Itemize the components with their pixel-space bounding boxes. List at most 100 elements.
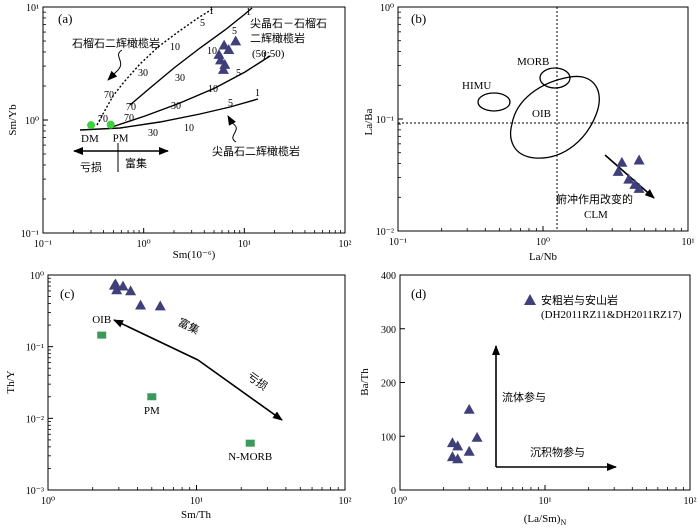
label-enriched: 富集 xyxy=(125,156,147,170)
melt-label: 1 xyxy=(255,88,260,99)
y-tick-label: 100 xyxy=(381,432,396,443)
y-tick-label: 10⁻¹ xyxy=(21,229,39,240)
panel-b-tag: (b) xyxy=(411,11,426,26)
x-tick-label: 10² xyxy=(684,496,697,507)
sample-triangle xyxy=(463,445,475,456)
legend-label-rock: 安粗岩与安山岩 xyxy=(541,293,618,307)
melt-fraction-labels: 70 30 10 5 1 70 30 10 5 1 70 30 10 5 1 7… xyxy=(98,6,267,139)
melt-label: 30 xyxy=(171,101,181,112)
curve-spinel-garnet-upper xyxy=(129,7,253,106)
melt-label: 5 xyxy=(232,26,237,37)
label-c-enriched: 富集 xyxy=(176,315,202,337)
sample-triangle xyxy=(623,173,635,184)
melt-label: 10 xyxy=(184,123,194,134)
curve-spinel-garnet-lower xyxy=(111,55,271,128)
x-tick-label: 10¹ xyxy=(238,239,251,250)
sample-triangle xyxy=(154,300,166,311)
melt-label: 5 xyxy=(236,68,241,79)
sample-triangle xyxy=(633,182,645,193)
x-tick-label: 10² xyxy=(339,239,352,250)
melt-label: 5 xyxy=(200,18,205,29)
reference-label-pm: PM xyxy=(144,405,160,417)
y-tick-label: 10⁰ xyxy=(25,116,39,127)
curve-garnet-lherzolite xyxy=(96,7,215,126)
reference-label-dm: DM xyxy=(81,133,99,145)
reference-label-pm: PM xyxy=(113,133,129,145)
label-ratio: (50:50) xyxy=(252,48,285,60)
sample-triangle xyxy=(452,453,464,464)
legend-triangle xyxy=(524,294,536,305)
x-tick-label: 10¹ xyxy=(682,237,695,248)
panel-a-triangles xyxy=(213,35,242,74)
y-tick-label: 10⁰ xyxy=(380,3,394,14)
label-spinel-lherzolite: 尖晶石二辉橄榄岩 xyxy=(212,144,300,158)
melt-label: 70 xyxy=(126,102,136,113)
arrow-c-up xyxy=(113,319,199,361)
label-himu: HIMU xyxy=(462,80,491,92)
melt-label: 1 xyxy=(209,6,214,17)
y-tick-label: 200 xyxy=(381,379,396,390)
sample-triangle xyxy=(111,284,123,295)
sample-triangle xyxy=(633,154,645,165)
legend-label-samples: (DH2011RZ11&DH2011RZ17) xyxy=(541,309,682,321)
panel-c-ylabel: Th/Y xyxy=(5,370,17,393)
curve-spinel-lherzolite xyxy=(79,98,259,131)
sample-triangle xyxy=(471,431,483,442)
melt-label: 10 xyxy=(207,46,217,57)
panel-c-xlabel: Sm/Th xyxy=(181,509,211,521)
label-c-depleted: 亏损 xyxy=(245,369,271,393)
panel-d-tag: (d) xyxy=(411,286,426,301)
panel-d-ylabel: Ba/Th xyxy=(359,368,371,396)
panel-d-triangles xyxy=(446,403,483,464)
sample-triangle xyxy=(217,63,229,74)
y-tick-label: 10⁻¹ xyxy=(376,115,394,126)
panel-d-xlabel: (La/Sm)N xyxy=(524,513,567,527)
sample-triangle xyxy=(219,58,231,69)
label-fluid: 流体参与 xyxy=(502,390,546,404)
melt-label: 30 xyxy=(138,68,148,79)
label-sediment: 沉积物参与 xyxy=(530,445,585,459)
panel-a-tag: (a) xyxy=(58,11,72,26)
label-depleted: 亏损 xyxy=(80,160,102,174)
x-tick-label: 10¹ xyxy=(539,496,552,507)
sample-triangle xyxy=(125,285,137,296)
sample-triangle xyxy=(612,165,624,176)
x-tick-label: 10⁰ xyxy=(137,239,151,250)
y-tick-label: 0 xyxy=(391,486,396,497)
sample-triangle xyxy=(230,35,242,46)
sample-triangle xyxy=(463,403,475,414)
x-tick-label: 10⁰ xyxy=(536,237,550,248)
sample-triangle xyxy=(223,44,235,54)
sample-triangle xyxy=(616,156,628,167)
reference-point-dm xyxy=(87,121,96,130)
label-oib: OIB xyxy=(532,108,551,120)
panel-a-xlabel: Sm(10⁻⁶) xyxy=(173,249,216,261)
panel-c-triangles xyxy=(108,278,166,311)
x-tick-label: 10⁰ xyxy=(41,496,55,507)
y-tick-label: 10⁻² xyxy=(376,227,394,238)
panel-a-ylabel: Sm/Yb xyxy=(7,104,19,136)
melt-label: 10 xyxy=(170,42,180,53)
sample-triangle xyxy=(452,440,464,451)
panel-c-tag: (c) xyxy=(60,286,74,301)
label-spinel-garnet: 尖晶石－石榴石 xyxy=(250,16,327,30)
panel-a-reference-points: DM PM xyxy=(81,120,129,145)
label-morb: MORB xyxy=(517,56,549,68)
reference-label-n-morb: N-MORB xyxy=(228,451,272,463)
field-oib xyxy=(510,75,600,159)
pointer-spinel-lherzolite xyxy=(227,115,237,143)
arrow-c-down xyxy=(197,359,283,421)
panel-c-frame xyxy=(47,274,346,491)
label-garnet-lherzolite: 石榴石二辉橄榄岩 xyxy=(72,36,160,50)
field-himu xyxy=(477,92,511,112)
y-tick-label: 10⁻³ xyxy=(26,486,44,497)
melt-label: 1 xyxy=(262,51,267,62)
sample-triangle xyxy=(446,437,458,448)
melt-label: 10 xyxy=(208,84,218,95)
y-tick-label: 10¹ xyxy=(26,3,39,14)
